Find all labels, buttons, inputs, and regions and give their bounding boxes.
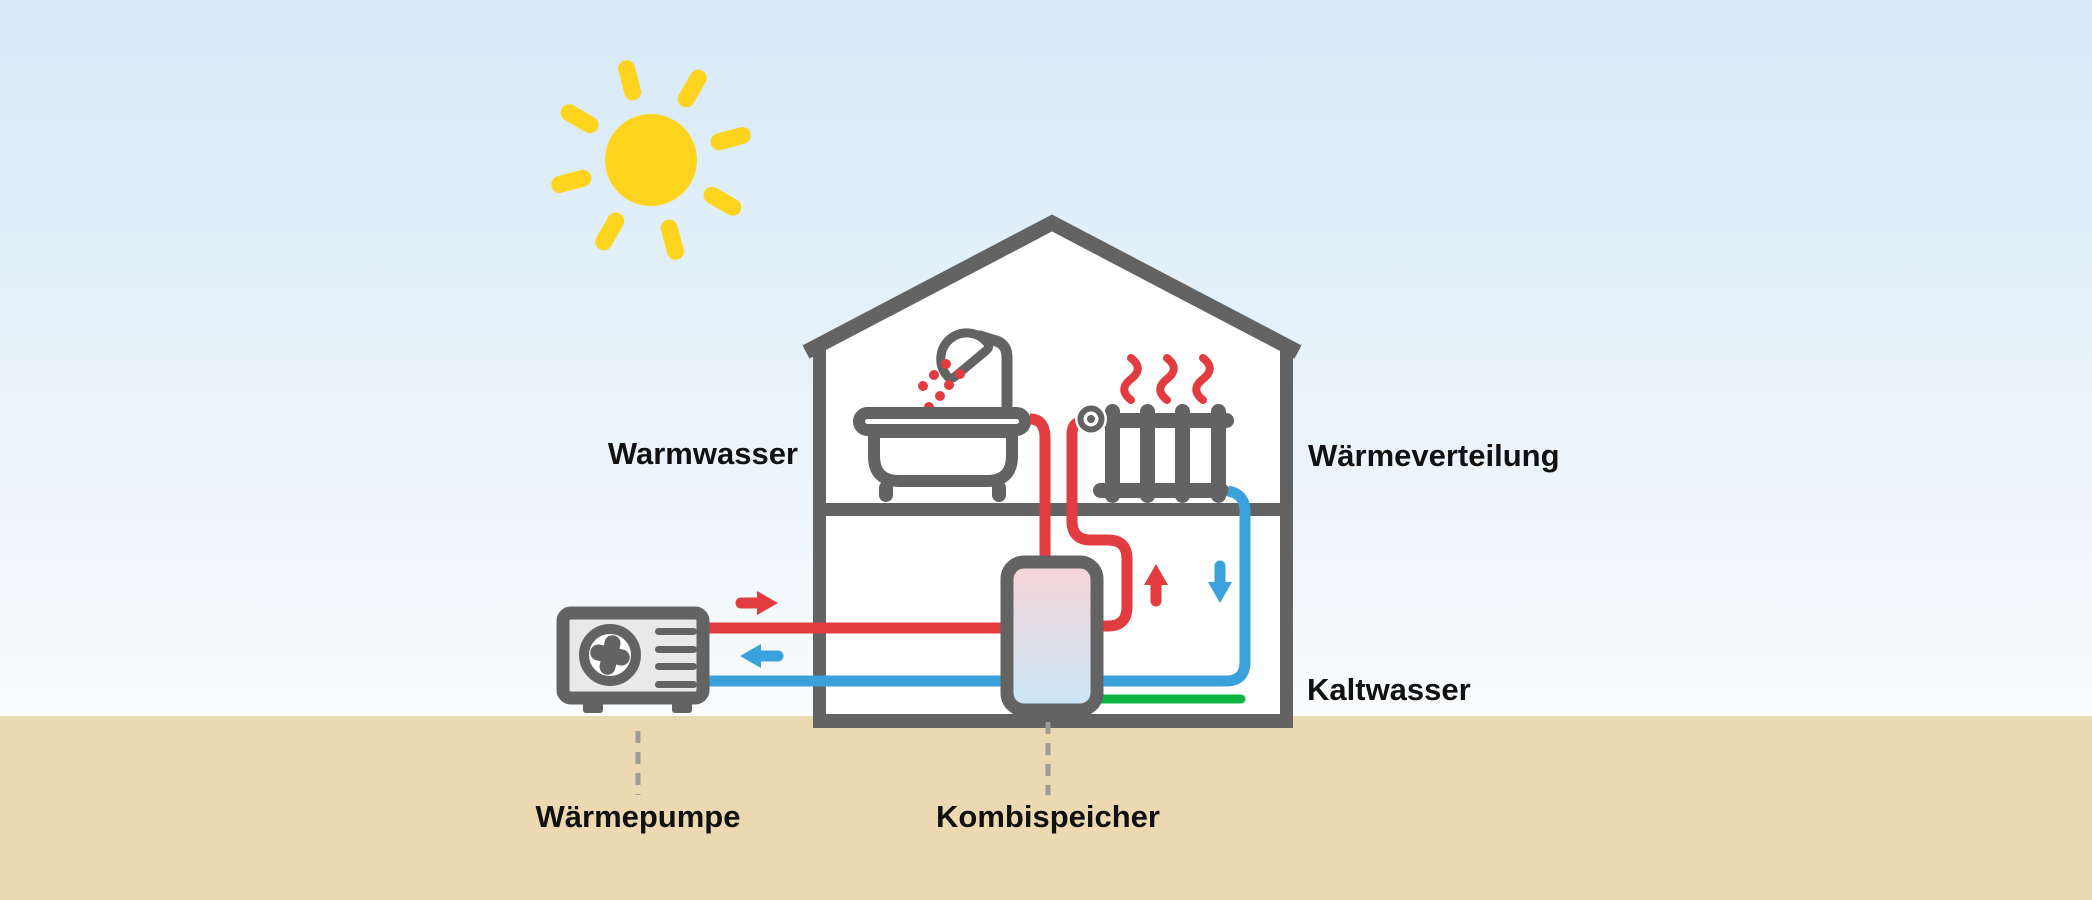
shower-bathtub-icon (853, 328, 1031, 502)
house-right-wall (1280, 343, 1293, 728)
bathtub-body (868, 426, 1018, 487)
house-interior (813, 224, 1293, 726)
storage-tank-icon (1000, 555, 1104, 717)
pipes (700, 413, 1251, 704)
heat-pump-icon (556, 606, 710, 713)
shower-arm (974, 330, 1013, 419)
bathtub-foot-right (992, 481, 1006, 502)
heat-pump-foot-left (583, 702, 603, 713)
bathtub-rim (853, 407, 1031, 436)
radiator-icon (1085, 404, 1234, 503)
heat-pump-foot-right (672, 702, 692, 713)
arrow-blue-down-icon (1208, 560, 1232, 603)
heat-waves-icon (1120, 354, 1214, 404)
heat-pump-vents (655, 628, 697, 688)
arrow-red-up-icon (1144, 564, 1168, 607)
arrow-blue-left-icon (740, 644, 784, 668)
radiator-valve-icon (1075, 403, 1107, 435)
fan-icon (590, 635, 630, 675)
sun-core (605, 114, 697, 206)
label-waermepumpe: Wärmepumpe (535, 799, 741, 834)
house-bottom-slab (813, 714, 1293, 728)
return-pipe-blue (700, 485, 1251, 687)
label-kombispeicher: Kombispeicher (936, 799, 1160, 834)
sun-rays (551, 60, 751, 260)
house-roof (802, 214, 1302, 359)
label-kaltwasser: Kaltwasser (1307, 672, 1471, 707)
house-outline (802, 214, 1302, 728)
warm-water-pipe-red (1029, 413, 1051, 575)
house-left-wall (813, 343, 826, 728)
heating-circuit-pipe-red (1066, 415, 1133, 632)
label-waermeverteilung: Wärmeverteilung (1308, 438, 1560, 473)
bathtub-foot-left (879, 481, 893, 502)
label-warmwasser: Warmwasser (607, 436, 798, 471)
arrow-red-right-icon (735, 591, 778, 615)
shower-head-icon (936, 328, 994, 383)
sun-icon (551, 60, 751, 260)
flow-arrows (735, 560, 1232, 668)
radiator-top-bar (1085, 413, 1234, 428)
house-floor-slab (820, 503, 1287, 516)
radiator-bottom-bar (1093, 483, 1229, 498)
